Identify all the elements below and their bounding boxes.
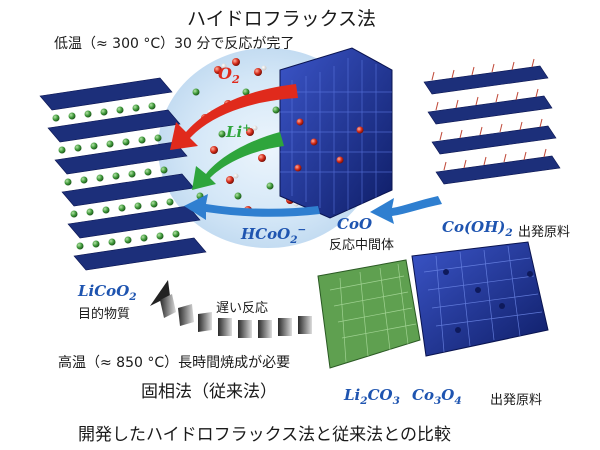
coOH2-raw-material: 出発原料 xyxy=(518,225,571,240)
licoo2-structure xyxy=(39,77,207,271)
li2co3-label: Li2CO3 xyxy=(344,386,400,407)
licoo2-target: 目的物質 xyxy=(78,307,131,322)
slow-reaction-label: 遅い反応 xyxy=(216,301,269,316)
co3o4-raw-material: 出発原料 xyxy=(490,393,543,408)
li-arrow xyxy=(192,132,284,190)
solid-state-title: 固相法（従来法） xyxy=(141,382,277,402)
co3o4-structure xyxy=(411,241,549,357)
coOH2-structure xyxy=(423,58,561,185)
li-label: Li+ xyxy=(226,122,252,141)
figure-caption: 開発したハイドロフラックス法と従来法との比較 xyxy=(78,425,451,445)
hydroflux-condition: 低温（≈ 300 °C）30 分で反応が完了 xyxy=(54,36,295,52)
o2-label: O2 xyxy=(218,64,240,87)
hydroflux-title: ハイドロフラックス法 xyxy=(187,8,377,30)
co3o4-label: Co3O4 xyxy=(412,386,462,407)
slow-reaction-arrow xyxy=(150,280,312,338)
coo-intermediate xyxy=(279,47,393,219)
hcoo2-arrow xyxy=(184,194,320,220)
coOH2-label: Co(OH)2 xyxy=(442,218,513,239)
li2co3-structure xyxy=(317,259,421,369)
o2-arrow xyxy=(170,84,298,150)
coOH2-to-coo-arrow xyxy=(370,196,442,224)
hcoo2-label: HCoO2− xyxy=(241,224,307,246)
coo-label: CoO xyxy=(337,215,373,233)
coo-caption: 反応中間体 xyxy=(329,238,395,253)
solid-state-condition: 高温（≈ 850 °C）長時間焼成が必要 xyxy=(58,355,291,371)
licoo2-label: LiCoO2 xyxy=(78,282,137,303)
